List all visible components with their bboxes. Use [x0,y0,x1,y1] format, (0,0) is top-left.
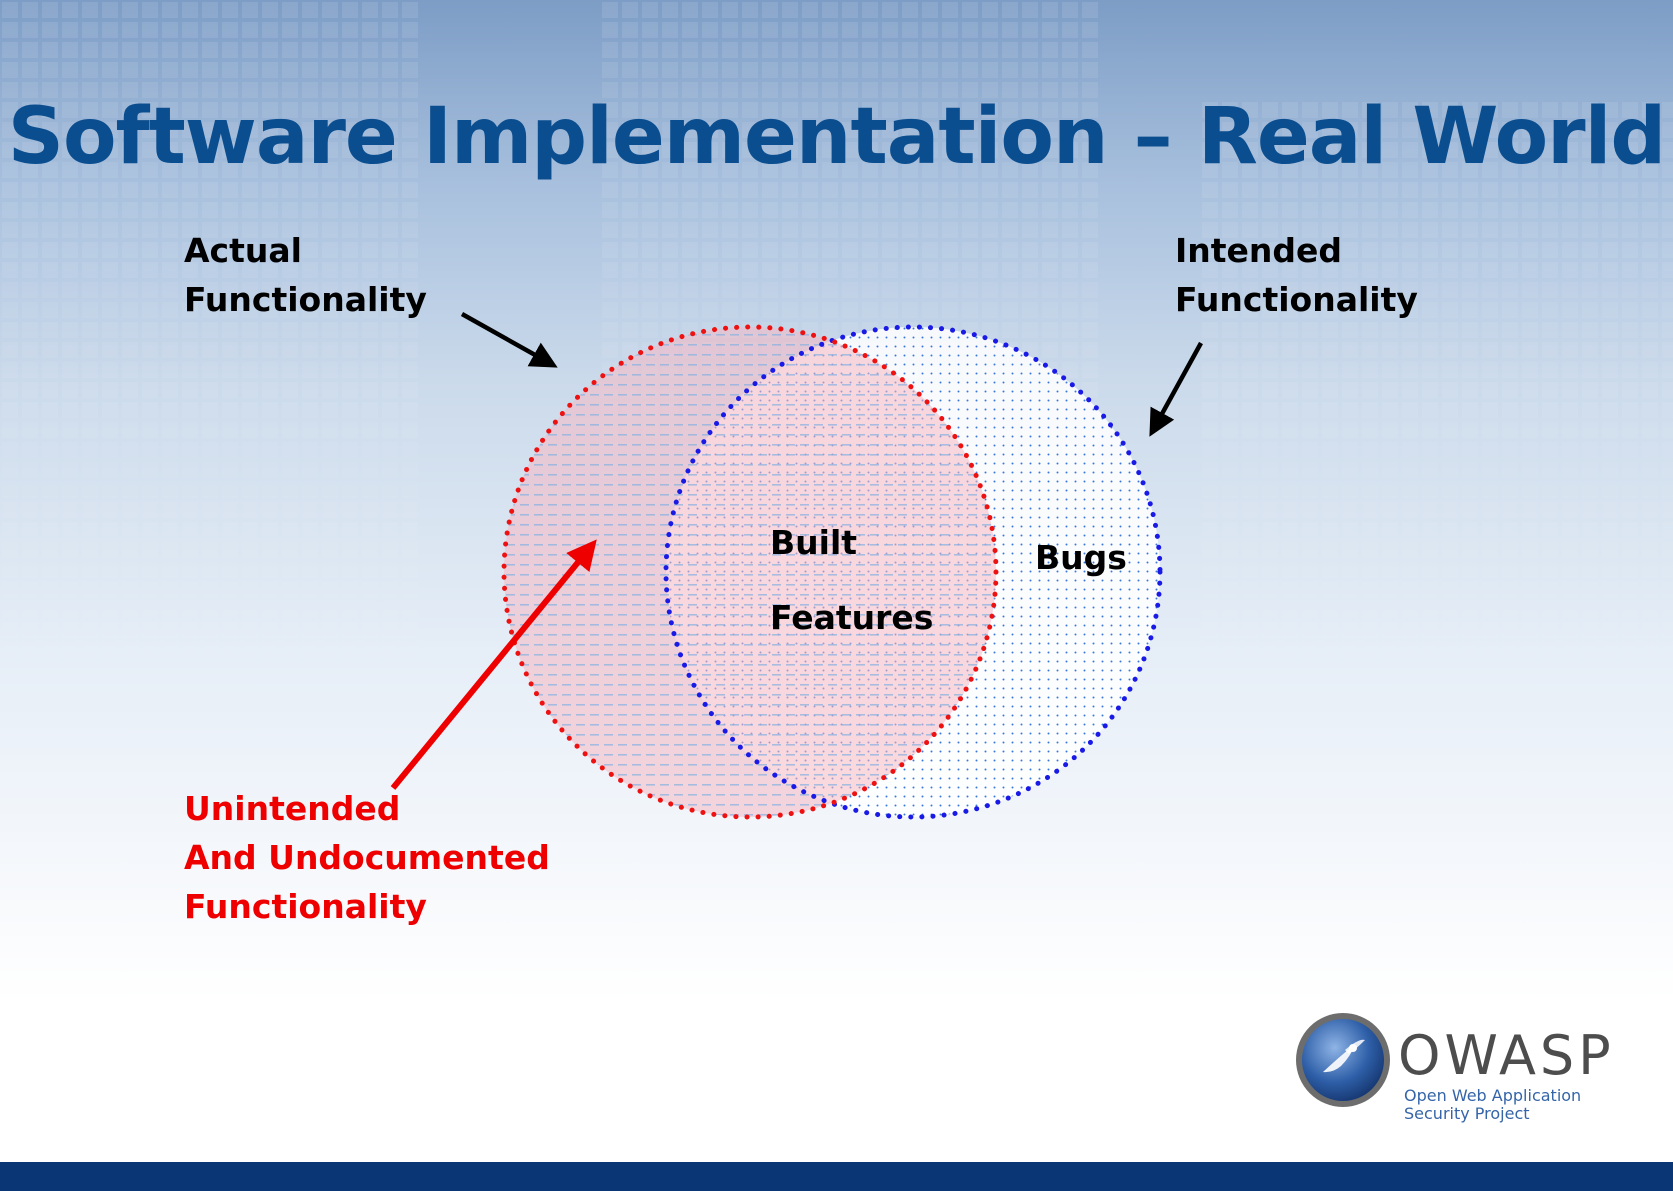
actual-functionality-circle [504,327,996,817]
intended-arrow [1149,341,1203,437]
owasp-wordmark: OWASP [1398,1024,1615,1087]
actual-functionality-label: Actual Functionality [184,226,427,324]
unintended-label-line2: And Undocumented [184,838,550,877]
owasp-logo: OWASP Open Web Application Security Proj… [1293,1010,1623,1128]
unintended-functionality-label: Unintended And Undocumented Functionalit… [184,784,550,931]
intended-circle-outline [663,324,1163,820]
built-features-label: Built Features [770,505,933,655]
unintended-arrow [390,539,597,790]
actual-label-line1: Actual [184,231,302,270]
built-label-line2: Features [770,598,934,637]
intended-functionality-label: Intended Functionality [1175,226,1418,324]
tagline-line1: Open Web Application [1404,1086,1582,1105]
slide-title: Software Implementation – Real World [7,92,1666,183]
bugs-label: Bugs [1035,538,1127,577]
footer-bar [0,1162,1673,1191]
owasp-wasp-icon [1296,1013,1390,1107]
owasp-tagline: Open Web Application Security Project [1404,1087,1581,1123]
intended-label-line1: Intended [1175,231,1343,270]
actual-circle-outline [501,324,999,820]
built-label-line1: Built [770,523,858,562]
intended-label-line2: Functionality [1175,280,1418,319]
actual-arrow [460,312,558,368]
actual-label-line2: Functionality [184,280,427,319]
unintended-label-line1: Unintended [184,789,401,828]
tagline-line2: Security Project [1404,1104,1530,1123]
unintended-label-line3: Functionality [184,887,427,926]
